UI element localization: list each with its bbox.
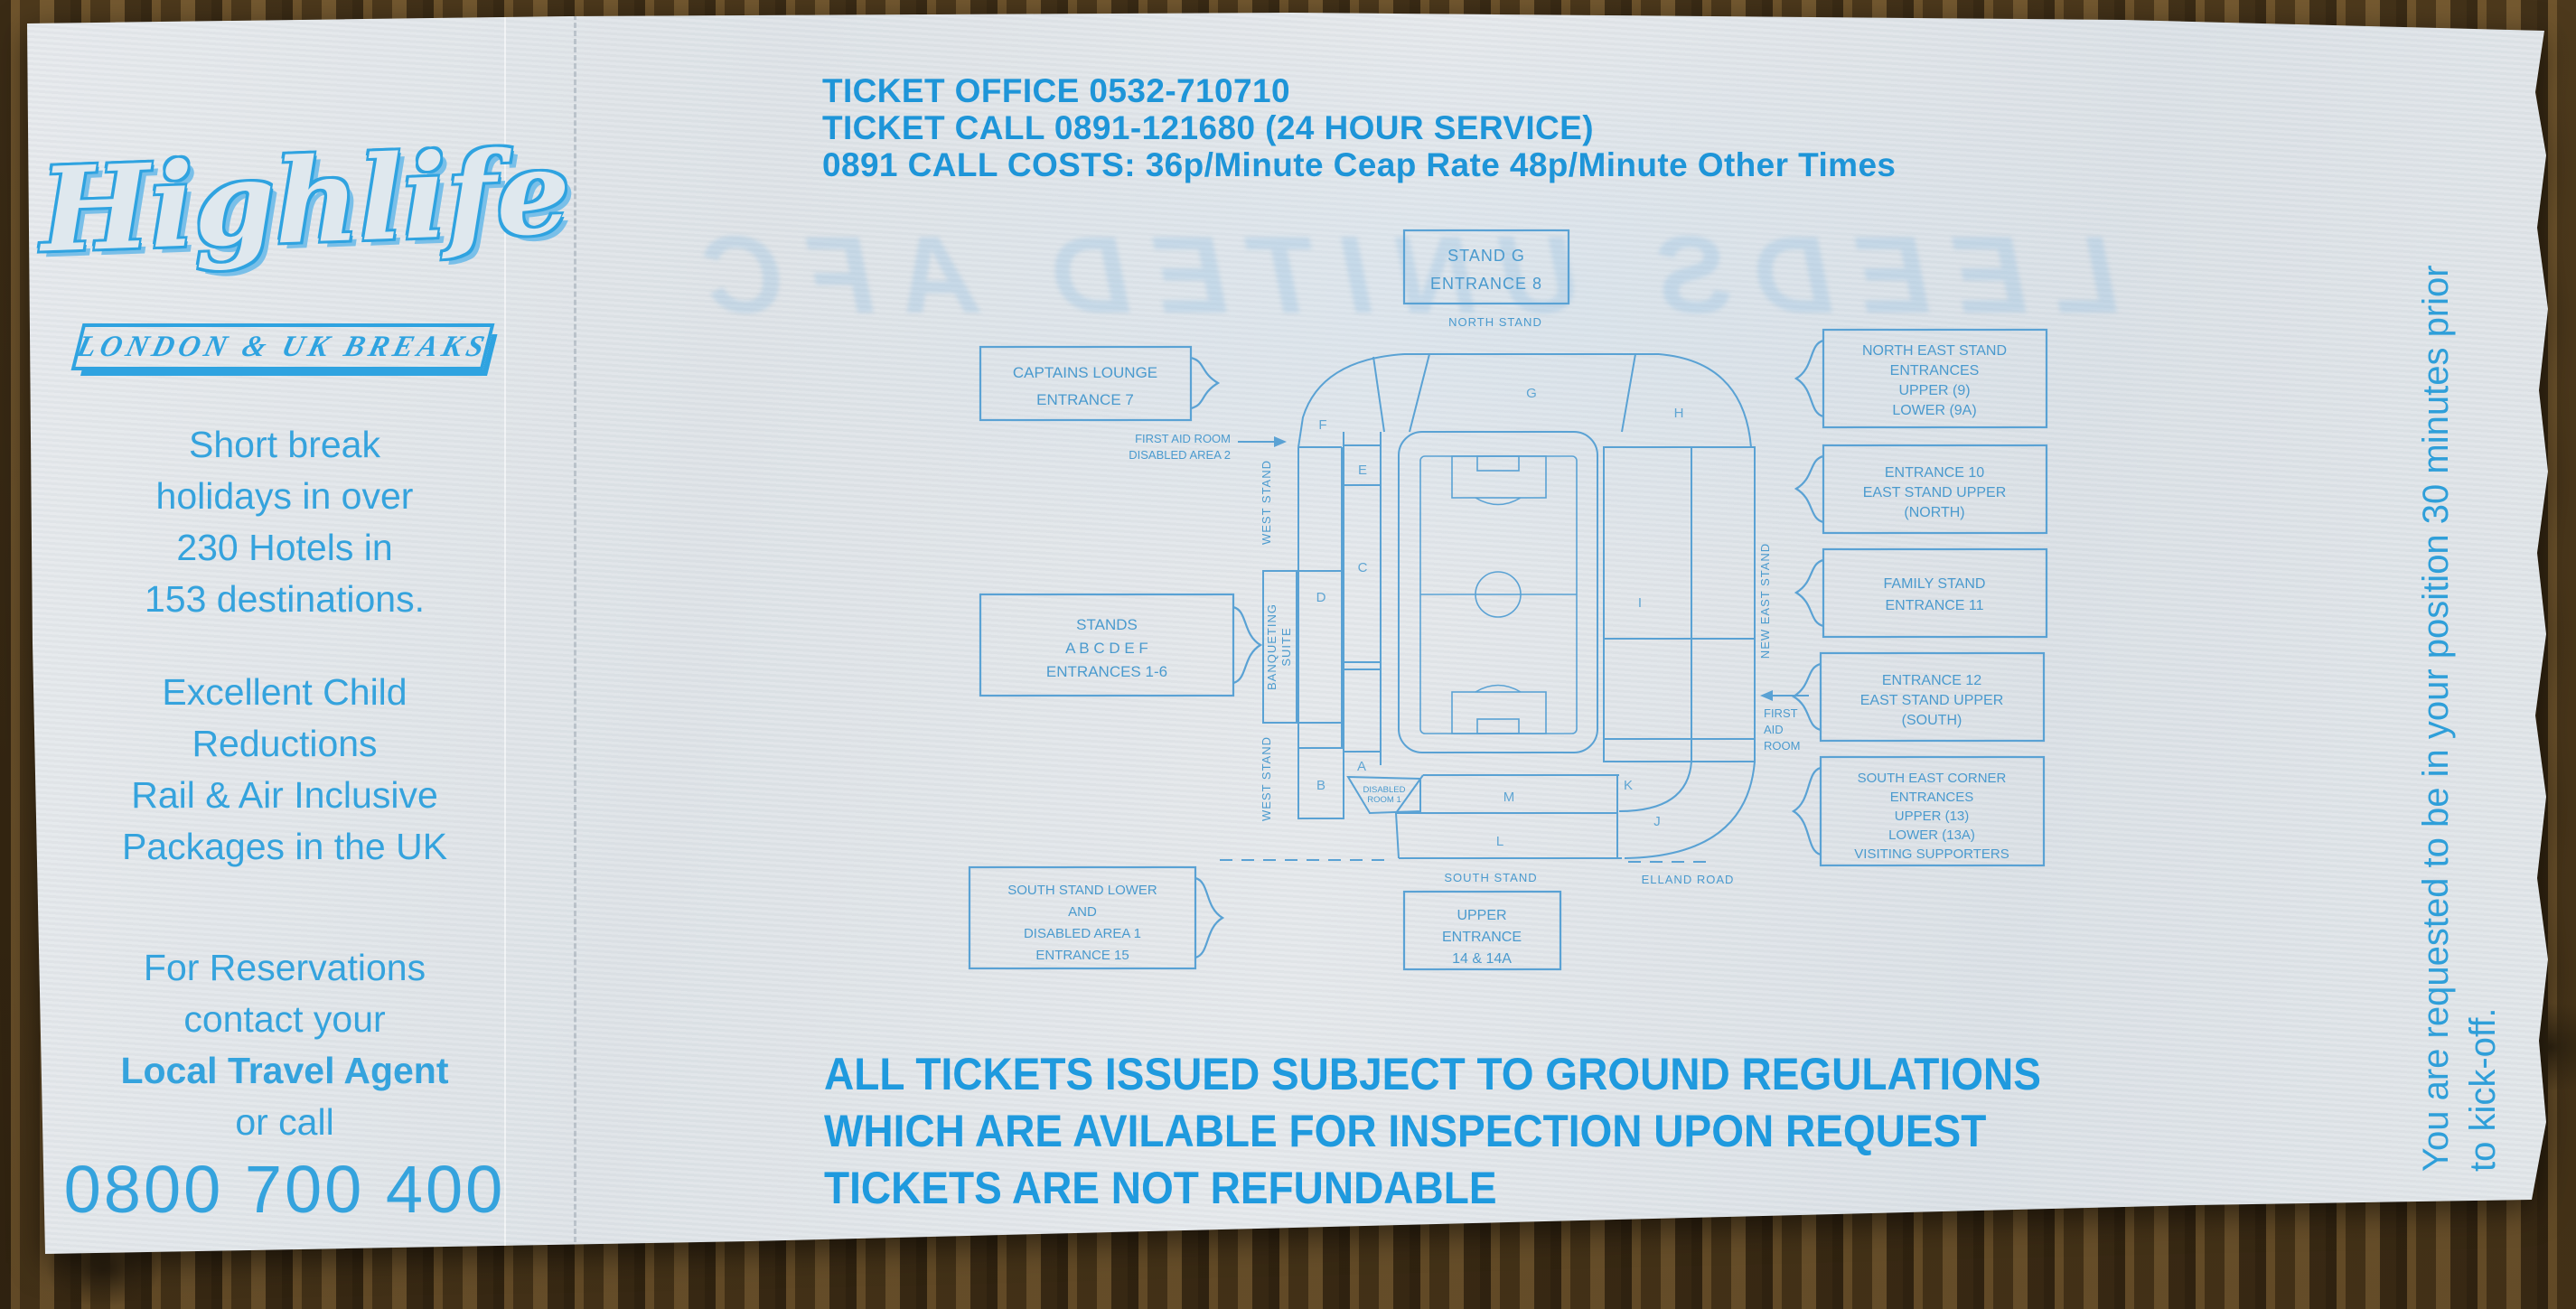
svg-text:(SOUTH): (SOUTH)	[1902, 713, 1962, 728]
svg-text:SOUTH STAND LOWER: SOUTH STAND LOWER	[1007, 883, 1157, 898]
reservation-phone-number: 0800 700 400	[63, 1152, 506, 1227]
west-stand-label-upper: WEST STAND	[1260, 460, 1273, 545]
south-east-corner-box: SOUTH EAST CORNER ENTRANCES UPPER (13) L…	[1791, 755, 2046, 867]
stand-letter-c: C	[1358, 560, 1368, 575]
stand-letter-j: J	[1653, 814, 1661, 829]
regulations-line3: TICKETS ARE NOT REFUNDABLE	[824, 1163, 1497, 1213]
upper-entrance-box: UPPER ENTRANCE 14 & 14A	[1402, 890, 1562, 971]
south-stand-label: SOUTH STAND	[1444, 871, 1537, 884]
stub-paragraph-reservations: For Reservations contact your Local Trav…	[120, 947, 449, 1143]
elland-road-label: ELLAND ROAD	[1642, 873, 1735, 886]
svg-text:NORTH EAST STAND: NORTH EAST STAND	[1862, 343, 2007, 359]
svg-text:STANDS: STANDS	[1076, 616, 1138, 633]
entrance-10-box: ENTRANCE 10 EAST STAND UPPER (NORTH)	[1794, 444, 2048, 535]
regulations-line1: ALL TICKETS ISSUED SUBJECT TO GROUND REG…	[824, 1049, 2041, 1099]
disabled-room-label-line2: ROOM 1	[1367, 795, 1400, 805]
stand-letter-k: K	[1624, 778, 1633, 793]
svg-text:UPPER: UPPER	[1457, 908, 1506, 923]
stand-letter-i: I	[1638, 595, 1642, 611]
svg-text:(NORTH): (NORTH)	[1904, 505, 1964, 520]
disabled-room-label-line1: DISABLED	[1363, 785, 1406, 795]
svg-text:ENTRANCES 1-6: ENTRANCES 1-6	[1046, 663, 1167, 680]
svg-text:CAPTAINS LOUNGE: CAPTAINS LOUNGE	[1013, 364, 1157, 381]
ticket-call-line: TICKET CALL 0891-121680 (24 HOUR SERVICE…	[822, 109, 1594, 146]
svg-text:EAST STAND UPPER: EAST STAND UPPER	[1863, 485, 2007, 500]
stand-letter-l: L	[1496, 834, 1503, 849]
local-travel-agent-text: Local Travel Agent	[120, 1050, 449, 1091]
svg-text:ENTRANCES: ENTRANCES	[1890, 790, 1974, 805]
family-stand-box: FAMILY STAND ENTRANCE 11	[1794, 547, 2048, 639]
svg-text:LOWER (9A): LOWER (9A)	[1892, 403, 1976, 418]
first-aid-west-arrow	[1238, 436, 1287, 447]
svg-text:ENTRANCE: ENTRANCE	[1442, 930, 1522, 945]
first-aid-east-arrow	[1760, 690, 1809, 701]
ticket-office-line: TICKET OFFICE 0532-710710	[822, 72, 1290, 109]
stand-letter-f: F	[1318, 417, 1326, 433]
kickoff-note: You are requested to be in your position…	[2412, 115, 2506, 1172]
svg-text:ENTRANCE 11: ENTRANCE 11	[1885, 598, 1983, 613]
west-stand-label-lower: WEST STAND	[1260, 736, 1273, 821]
stand-letter-h: H	[1674, 406, 1684, 421]
kickoff-note-line1: You are requested to be in your position…	[2416, 265, 2456, 1172]
stands-abcdef-box: STANDS A B C D E F ENTRANCES 1-6	[979, 593, 1263, 697]
south-stand-lower-box: SOUTH STAND LOWER AND DISABLED AREA 1 EN…	[968, 865, 1225, 970]
first-aid-east-line2: AID	[1764, 723, 1784, 736]
stand-letter-b: B	[1316, 778, 1325, 793]
captains-lounge-box: CAPTAINS LOUNGE ENTRANCE 7	[979, 345, 1221, 422]
svg-text:ENTRANCE 10: ENTRANCE 10	[1885, 465, 1984, 481]
stub-paragraph-hotels: Short break holidays in over 230 Hotels …	[144, 424, 425, 620]
svg-text:AND: AND	[1068, 904, 1097, 920]
svg-text:ENTRANCE 8: ENTRANCE 8	[1430, 275, 1542, 293]
ticket-back: LEEDS UNITED AFC Highlife LONDON & UK BR…	[27, 13, 2548, 1254]
svg-text:FAMILY STAND: FAMILY STAND	[1884, 576, 1986, 592]
stub-perforation-line	[574, 14, 576, 1250]
banqueting-label-line1: BANQUETING	[1265, 603, 1279, 690]
stand-letter-d: D	[1316, 590, 1326, 605]
svg-text:DISABLED AREA 1: DISABLED AREA 1	[1024, 926, 1141, 941]
paper-crease	[504, 13, 506, 1254]
kickoff-note-line2: to kick-off.	[2463, 1007, 2503, 1172]
ticket-wrapper: LEEDS UNITED AFC Highlife LONDON & UK BR…	[27, 11, 2548, 1258]
call-costs-line: 0891 CALL COSTS: 36p/Minute Ceap Rate 48…	[822, 146, 1897, 183]
entrance-12-box: ENTRANCE 12 EAST STAND UPPER (SOUTH)	[1791, 651, 2046, 743]
first-aid-east-line1: FIRST	[1764, 706, 1798, 720]
svg-text:SOUTH EAST CORNER: SOUTH EAST CORNER	[1858, 771, 2007, 786]
svg-text:ENTRANCE 15: ENTRANCE 15	[1035, 948, 1129, 963]
ticket-office-header: TICKET OFFICE 0532-710710 TICKET CALL 08…	[822, 72, 1896, 183]
regulations-line2: WHICH ARE AVILABLE FOR INSPECTION UPON R…	[824, 1106, 1987, 1156]
svg-text:EAST STAND UPPER: EAST STAND UPPER	[1860, 693, 2004, 708]
svg-text:14 & 14A: 14 & 14A	[1452, 951, 1512, 967]
ground-regulations: ALL TICKETS ISSUED SUBJECT TO GROUND REG…	[824, 1046, 2041, 1217]
first-aid-east-line3: ROOM	[1764, 739, 1800, 753]
first-aid-west-line1: FIRST AID ROOM	[1135, 432, 1231, 445]
north-east-stand-box: NORTH EAST STAND ENTRANCES UPPER (9) LOW…	[1794, 328, 2048, 429]
svg-text:ENTRANCE 7: ENTRANCE 7	[1036, 391, 1134, 408]
stub-paragraph-packages: Excellent Child Reductions Rail & Air In…	[121, 671, 448, 867]
svg-text:STAND G: STAND G	[1447, 247, 1525, 265]
stand-letter-m: M	[1503, 790, 1515, 805]
first-aid-west-line2: DISABLED AREA 2	[1129, 448, 1231, 462]
stadium-map: G H F E C D B A M L K J I DISABLED ROOM …	[968, 229, 2048, 971]
stand-letter-a: A	[1357, 759, 1366, 774]
svg-text:ENTRANCE 12: ENTRANCE 12	[1882, 673, 1981, 688]
stand-letter-e: E	[1358, 463, 1367, 478]
football-pitch	[1419, 455, 1578, 734]
north-stand-label: NORTH STAND	[1448, 315, 1542, 329]
new-east-stand-label: NEW EAST STAND	[1758, 543, 1772, 659]
stand-g-entrance-box: STAND G ENTRANCE 8	[1402, 229, 1570, 305]
svg-text:A B C D E F: A B C D E F	[1065, 640, 1148, 657]
stand-letter-g: G	[1526, 386, 1537, 401]
svg-text:UPPER (13): UPPER (13)	[1895, 809, 1970, 824]
banqueting-label-line2: SUITE	[1279, 627, 1293, 666]
svg-text:ENTRANCES: ENTRANCES	[1890, 363, 1980, 379]
svg-text:UPPER (9): UPPER (9)	[1898, 383, 1970, 398]
svg-text:LOWER (13A): LOWER (13A)	[1888, 827, 1975, 843]
svg-text:VISITING SUPPORTERS: VISITING SUPPORTERS	[1854, 846, 2009, 862]
